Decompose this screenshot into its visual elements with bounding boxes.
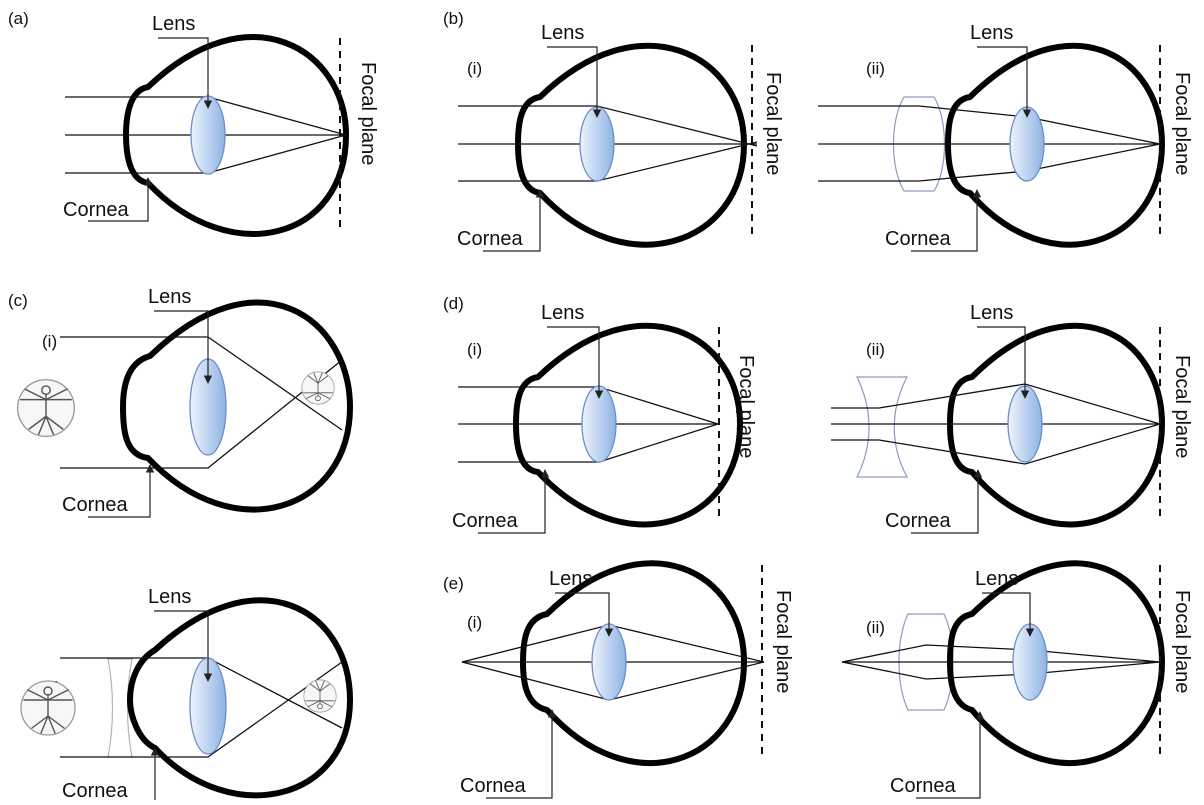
cornea-pointer	[911, 189, 982, 252]
cornea-label: Cornea	[457, 228, 523, 250]
lens-label: Lens	[975, 568, 1018, 590]
panel-e-i: (e) (i) Focal plane Lens Cornea	[443, 560, 794, 799]
cornea-pointer	[486, 709, 557, 799]
eye-outline	[947, 322, 1165, 528]
cornea-label: Cornea	[62, 780, 128, 802]
sub-label-c-i: (i)	[42, 332, 57, 351]
sub-label-b-i: (i)	[467, 59, 482, 78]
lens-label: Lens	[541, 302, 584, 324]
cornea-label: Cornea	[452, 510, 518, 532]
focal-plane-label: Focal plane	[762, 72, 784, 175]
panel-label-e: (e)	[443, 574, 464, 593]
lens-pointer	[154, 310, 213, 384]
inverted-retinal-image	[301, 371, 335, 405]
cornea-pointer	[483, 189, 545, 252]
panel-a: (a) Focal plane Lens Cornea	[8, 9, 379, 237]
panel-e-ii: (ii) Focal plane Lens Cornea	[841, 560, 1193, 799]
cornea-pointer	[88, 464, 155, 518]
panel-d-i: (d) (i) Focal plane Lens Cornea	[443, 294, 757, 534]
eye-outline	[120, 299, 353, 513]
object-figure	[20, 680, 76, 736]
object-figure	[16, 378, 76, 438]
lens-label: Lens	[970, 302, 1013, 324]
crystalline-lens	[579, 106, 615, 182]
lens-pointer	[555, 592, 614, 637]
lens-pointer	[982, 592, 1035, 637]
cornea-label: Cornea	[62, 494, 128, 516]
eye-outline	[515, 42, 747, 248]
panel-d-ii: (ii) Focal plane Lens Cornea	[831, 302, 1193, 534]
lens-pointer	[158, 37, 213, 109]
focal-plane-label: Focal plane	[772, 590, 794, 693]
panel-b-i: (b) (i) Focal plane Lens Cornea	[443, 9, 784, 252]
sub-label-d-ii: (ii)	[866, 340, 885, 359]
sub-label-e-ii: (ii)	[866, 618, 885, 637]
sub-label-e-i: (i)	[467, 613, 482, 632]
crystalline-lens	[1009, 106, 1045, 182]
cornea-label: Cornea	[885, 228, 951, 250]
lens-label: Lens	[148, 286, 191, 308]
lens-label: Lens	[148, 586, 191, 608]
panel-c-i: (c) (i) Lens Cornea	[8, 286, 353, 518]
focal-plane-label: Focal plane	[1171, 590, 1193, 693]
focal-plane-label: Focal plane	[357, 62, 379, 165]
light-rays	[818, 105, 1161, 182]
light-rays	[831, 383, 1161, 465]
cornea-pointer	[911, 469, 983, 534]
eye-outline	[127, 597, 353, 799]
eye-outline	[947, 560, 1165, 766]
panel-label-c: (c)	[8, 291, 28, 310]
cornea-pointer	[88, 177, 153, 222]
lens-label: Lens	[152, 13, 195, 35]
cornea-pointer	[916, 711, 985, 799]
panel-label-a: (a)	[8, 9, 29, 28]
concave-corrective-lens	[856, 376, 908, 478]
lens-label: Lens	[970, 22, 1013, 44]
cornea-pointer	[478, 469, 550, 534]
eye-outline	[513, 322, 743, 528]
cornea-label: Cornea	[460, 775, 526, 797]
inverted-retinal-image	[303, 679, 337, 713]
lens-pointer	[547, 46, 602, 118]
lens-pointer	[547, 326, 604, 399]
focal-plane-label: Focal plane	[735, 355, 757, 458]
cornea-label: Cornea	[63, 199, 129, 221]
cornea-label: Cornea	[890, 775, 956, 797]
lens-label: Lens	[549, 568, 592, 590]
lens-pointer	[154, 610, 213, 682]
lens-pointer	[977, 46, 1032, 118]
eye-outline	[945, 42, 1165, 248]
focal-plane-label: Focal plane	[1171, 355, 1193, 458]
panel-label-d: (d)	[443, 294, 464, 313]
focal-plane-label: Focal plane	[1171, 72, 1193, 175]
lens-pointer	[977, 326, 1030, 399]
sub-label-b-ii: (ii)	[866, 59, 885, 78]
cornea-label: Cornea	[885, 510, 951, 532]
light-rays	[841, 644, 1161, 680]
panel-b-ii: (ii) Focal plane Lens Cornea	[818, 22, 1193, 252]
panel-c-ii: (ii) Lens Cornea	[20, 586, 353, 802]
panel-label-b: (b)	[443, 9, 464, 28]
lens-label: Lens	[541, 22, 584, 44]
sub-label-d-i: (i)	[467, 340, 482, 359]
